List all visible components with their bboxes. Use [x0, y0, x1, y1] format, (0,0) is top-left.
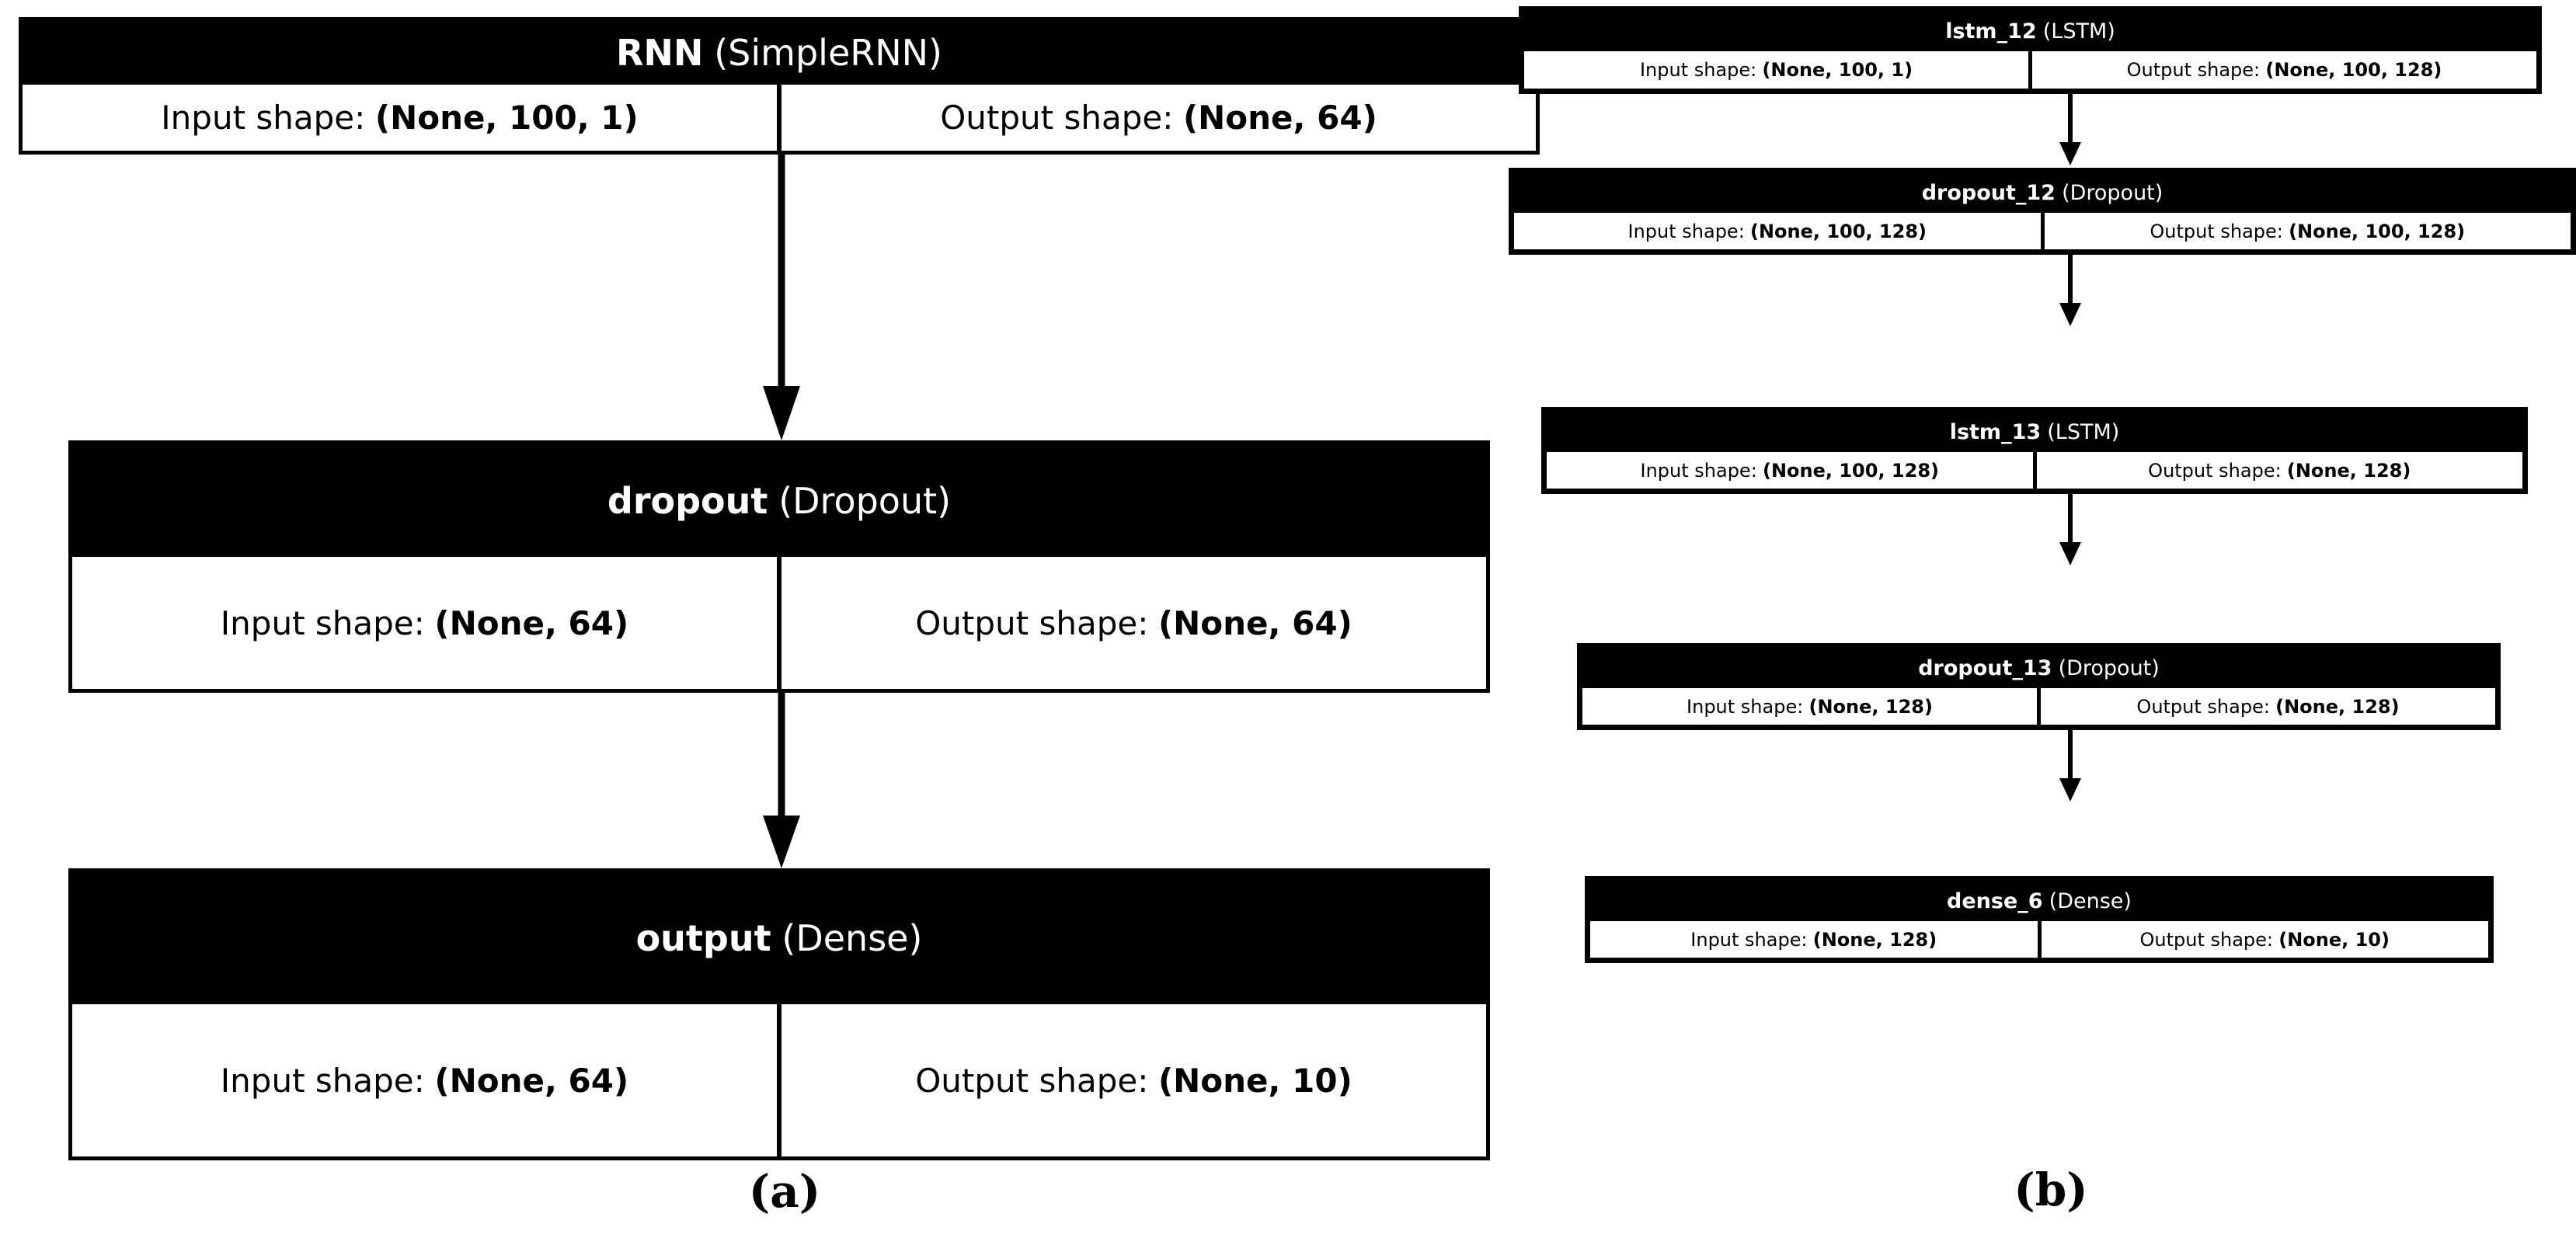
- input-shape-value: (None, 128): [1808, 695, 1933, 718]
- layer-title: RNN(SimpleRNN): [23, 21, 1536, 85]
- input-shape-cell: Input shape:(None, 100, 1): [23, 85, 777, 151]
- output-shape-label: Output shape:: [2126, 59, 2261, 81]
- layer-node-lstm-13[interactable]: lstm_13(LSTM) Input shape:(None, 100, 12…: [1541, 407, 2528, 494]
- layer-shapes: Input shape:(None, 100, 1) Output shape:…: [23, 85, 1536, 151]
- input-shape-label: Input shape:: [220, 603, 425, 642]
- input-shape-label: Input shape:: [1640, 459, 1757, 482]
- layer-title: dropout_12(Dropout): [1514, 173, 2571, 213]
- layer-shapes: Input shape:(None, 64) Output shape:(Non…: [72, 1004, 1486, 1156]
- layer-node-lstm-12[interactable]: lstm_12(LSTM) Input shape:(None, 100, 1)…: [1519, 6, 2542, 94]
- input-shape-label: Input shape:: [1627, 220, 1745, 242]
- output-shape-label: Output shape:: [2139, 928, 2274, 951]
- output-shape-value: (None, 10): [2278, 928, 2390, 951]
- input-shape-cell: Input shape:(None, 100, 1): [1524, 51, 2028, 89]
- layer-shapes: Input shape:(None, 64) Output shape:(Non…: [72, 557, 1486, 689]
- output-shape-value: (None, 128): [2275, 695, 2400, 718]
- layer-name: dropout: [607, 479, 768, 522]
- input-shape-label: Input shape:: [1690, 928, 1808, 951]
- output-shape-value: (None, 128): [2286, 459, 2411, 482]
- output-shape-value: (None, 10): [1157, 1061, 1352, 1100]
- layer-node-dense-6[interactable]: dense_6(Dense) Input shape:(None, 128) O…: [1585, 876, 2494, 963]
- flow-arrow-2: [760, 693, 803, 870]
- output-shape-cell: Output shape: (None, 100, 128): [2044, 213, 2571, 249]
- output-shape-cell: Output shape:(None, 128): [2036, 452, 2522, 489]
- layer-name: output: [635, 917, 771, 959]
- input-shape-value: (None, 64): [434, 1061, 629, 1100]
- layer-type: (LSTM): [2047, 420, 2120, 444]
- flow-arrow-1: [760, 155, 803, 442]
- output-shape-label: Output shape:: [2148, 459, 2282, 482]
- subfigure-caption-b: (b): [2014, 1163, 2088, 1216]
- output-shape-label: Output shape:: [940, 99, 1174, 137]
- panel-a-simplernn: RNN(SimpleRNN) Input shape:(None, 100, 1…: [19, 17, 1540, 1160]
- layer-type: (Dropout): [2062, 181, 2163, 205]
- output-shape-cell: Output shape:(None, 100, 128): [2032, 51, 2536, 89]
- output-shape-label: Output shape:: [2150, 220, 2283, 242]
- layer-name: RNN: [616, 32, 704, 74]
- input-shape-cell: Input shape:(None, 64): [72, 1004, 777, 1156]
- output-shape-label: Output shape:: [2136, 695, 2270, 718]
- layer-node-rnn[interactable]: RNN(SimpleRNN) Input shape:(None, 100, 1…: [19, 17, 1540, 155]
- output-shape-cell: Output shape:(None, 10): [2041, 921, 2488, 958]
- input-shape-label: Input shape:: [1639, 59, 1757, 81]
- input-shape-label: Input shape:: [1687, 695, 1804, 718]
- layer-shapes: Input shape:(None, 128) Output shape:(No…: [1590, 921, 2488, 958]
- input-shape-cell: Input shape:(None, 100, 128): [1547, 452, 2033, 489]
- output-shape-label: Output shape:: [915, 1061, 1149, 1100]
- output-shape-value: (None, 100, 128): [2265, 59, 2442, 81]
- layer-node-dropout-13[interactable]: dropout_13(Dropout) Input shape:(None, 1…: [1577, 643, 2501, 730]
- output-shape-label: Output shape:: [915, 603, 1149, 642]
- layer-node-output[interactable]: output (Dense) Input shape:(None, 64) Out…: [68, 868, 1490, 1160]
- layer-type: (SimpleRNN): [714, 32, 942, 74]
- input-shape-value: (None, 128): [1812, 928, 1937, 951]
- layer-name: dense_6: [1947, 889, 2043, 913]
- input-shape-value: (None, 64): [434, 603, 629, 642]
- layer-shapes: Input shape:(None, 100, 128) Output shap…: [1514, 213, 2571, 249]
- layer-type: (Dropout): [2058, 656, 2160, 680]
- layer-type: (Dense): [782, 917, 923, 959]
- input-shape-value: (None, 100, 128): [1762, 459, 1939, 482]
- layer-title: dense_6(Dense): [1590, 882, 2488, 921]
- layer-shapes: Input shape:(None, 128) Output shape:(No…: [1582, 688, 2495, 725]
- layer-title: dropout(Dropout): [72, 444, 1486, 557]
- input-shape-cell: Input shape:(None, 128): [1582, 688, 2037, 725]
- output-shape-cell: Output shape:(None, 64): [782, 85, 1536, 151]
- layer-name: dropout_13: [1918, 656, 2052, 680]
- input-shape-cell: Input shape:(None, 100, 128): [1514, 213, 2041, 249]
- input-shape-value: (None, 100, 1): [374, 99, 639, 137]
- layer-type: (LSTM): [2042, 19, 2115, 43]
- flow-arrow-b1: [2057, 94, 2083, 166]
- input-shape-cell: Input shape:(None, 64): [72, 557, 777, 689]
- layer-name: lstm_12: [1945, 19, 2037, 43]
- input-shape-value: (None, 100, 1): [1762, 59, 1913, 81]
- output-shape-value: (None, 100, 128): [2289, 220, 2466, 242]
- layer-shapes: Input shape:(None, 100, 128) Output shap…: [1547, 452, 2522, 489]
- input-shape-value: (None, 100, 128): [1749, 220, 1927, 242]
- output-shape-value: (None, 64): [1182, 99, 1377, 137]
- output-shape-value: (None, 64): [1157, 603, 1352, 642]
- layer-name: dropout_12: [1921, 181, 2056, 205]
- input-shape-label: Input shape:: [161, 99, 366, 137]
- layer-title: dropout_13(Dropout): [1582, 649, 2495, 688]
- input-shape-cell: Input shape:(None, 128): [1590, 921, 2038, 958]
- layer-name: lstm_13: [1949, 420, 2042, 444]
- output-shape-cell: Output shape:(None, 64): [782, 557, 1486, 689]
- layer-title: lstm_12(LSTM): [1524, 12, 2536, 51]
- layer-title: output (Dense): [72, 872, 1486, 1004]
- panel-b-stacked-lstm: lstm_12(LSTM) Input shape:(None, 100, 1)…: [1509, 0, 2576, 1259]
- layer-node-dropout[interactable]: dropout(Dropout) Input shape:(None, 64) …: [68, 440, 1490, 693]
- layer-title: lstm_13(LSTM): [1547, 412, 2522, 452]
- layer-node-dropout-12[interactable]: dropout_12(Dropout) Input shape:(None, 1…: [1509, 168, 2576, 255]
- layer-type: (Dense): [2049, 889, 2132, 913]
- flow-arrow-b3: [2057, 494, 2083, 566]
- flow-arrow-b2: [2057, 255, 2083, 327]
- input-shape-label: Input shape:: [220, 1061, 425, 1100]
- layer-type: (Dropout): [778, 479, 952, 522]
- output-shape-cell: Output shape:(None, 128): [2041, 688, 2495, 725]
- layer-shapes: Input shape:(None, 100, 1) Output shape:…: [1524, 51, 2536, 89]
- subfigure-caption-a: (a): [748, 1165, 821, 1218]
- output-shape-cell: Output shape:(None, 10): [782, 1004, 1486, 1156]
- flow-arrow-b4: [2057, 730, 2083, 802]
